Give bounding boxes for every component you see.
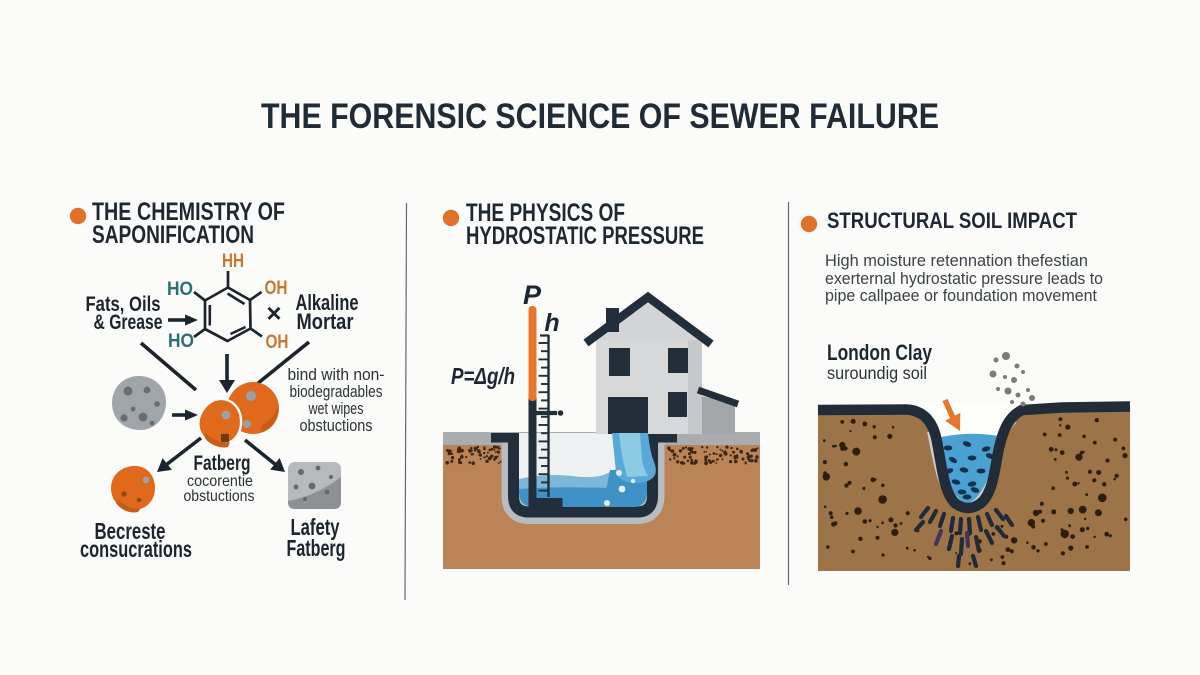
svg-text:exerternal hydrostatic pressur: exerternal hydrostatic pressure leads to: [825, 269, 1103, 288]
svg-text:High moisture retennation thef: High moisture retennation thefestian: [825, 251, 1088, 270]
svg-text:suroundig soil: suroundig soil: [827, 363, 927, 383]
svg-text:Mortar: Mortar: [297, 309, 354, 334]
svg-text:THE CHEMISTRY OF: THE CHEMISTRY OF: [92, 198, 285, 226]
svg-text:THE FORENSIC SCIENCE OF SEWER: THE FORENSIC SCIENCE OF SEWER FAILURE: [261, 97, 939, 136]
svg-text:& Grease: & Grease: [94, 311, 163, 334]
svg-text:h: h: [544, 309, 559, 337]
svg-text:Lafety: Lafety: [291, 514, 340, 540]
svg-text:SAPONIFICATION: SAPONIFICATION: [92, 221, 254, 249]
svg-text:obstuctions: obstuctions: [184, 488, 255, 505]
svg-text:wet wipes: wet wipes: [308, 400, 364, 418]
svg-text:HYDROSTATIC PRESSURE: HYDROSTATIC PRESSURE: [466, 222, 704, 250]
svg-text:London Clay: London Clay: [827, 340, 933, 365]
svg-text:Fatberg: Fatberg: [287, 535, 346, 561]
svg-text:P: P: [523, 280, 542, 310]
svg-text:HH: HH: [222, 251, 244, 272]
svg-text:×: ×: [266, 298, 281, 328]
svg-text:Fats, Oils: Fats, Oils: [86, 293, 161, 316]
svg-text:STRUCTURAL SOIL IMPACT: STRUCTURAL SOIL IMPACT: [827, 208, 1077, 233]
svg-text:obstuctions: obstuctions: [300, 417, 373, 435]
svg-text:Becreste: Becreste: [95, 518, 166, 544]
svg-text:THE PHYSICS OF: THE PHYSICS OF: [466, 199, 625, 227]
svg-text:HO: HO: [168, 331, 194, 352]
svg-text:pipe callpaee or foundation mo: pipe callpaee or foundation movement: [825, 286, 1097, 305]
svg-text:OH: OH: [266, 332, 289, 353]
svg-text:cocorentie: cocorentie: [187, 473, 253, 490]
svg-text:bind with non-: bind with non-: [288, 366, 385, 384]
svg-text:Fatberg: Fatberg: [194, 451, 251, 475]
svg-text:OH: OH: [265, 278, 288, 299]
svg-text:HO: HO: [167, 279, 193, 300]
svg-text:Alkaline: Alkaline: [296, 290, 359, 315]
svg-text:biodegradables: biodegradables: [290, 383, 383, 401]
svg-text:consucrations: consucrations: [80, 536, 192, 562]
svg-text:P=Δg/h: P=Δg/h: [451, 363, 515, 389]
